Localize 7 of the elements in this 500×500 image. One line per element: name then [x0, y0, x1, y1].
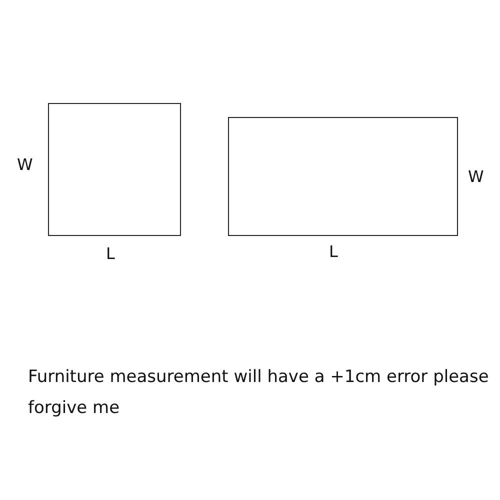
note-text: Furniture measurement will have a +1cm error please forgive me [28, 366, 490, 420]
dimension-label: W [17, 156, 33, 174]
dimension-label: L [329, 243, 338, 261]
rectangle-outline [48, 103, 181, 236]
dimension-label: W [468, 168, 484, 186]
rectangle-outline [228, 117, 458, 236]
dimension-label: L [106, 245, 115, 263]
